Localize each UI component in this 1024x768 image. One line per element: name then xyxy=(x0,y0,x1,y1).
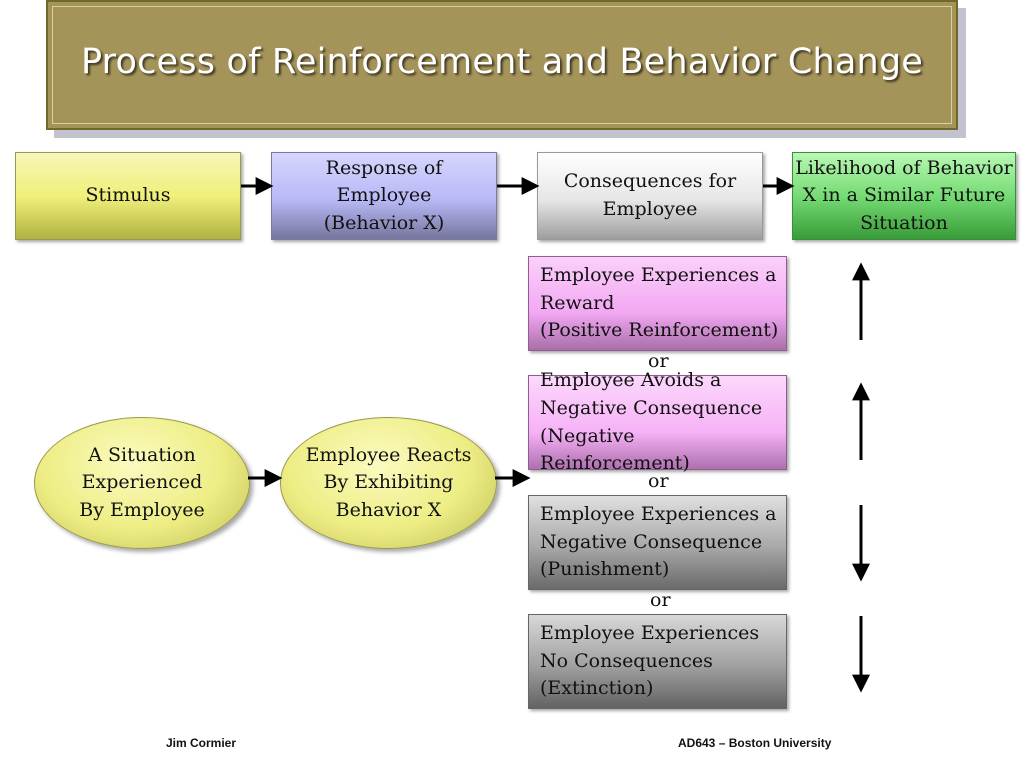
stimulus-box: Stimulus xyxy=(15,152,241,240)
response-box: Response of Employee (Behavior X) xyxy=(271,152,497,240)
situation-ellipse: A Situation Experienced By Employee xyxy=(34,417,250,549)
footer-author: Jim Cormier xyxy=(166,736,237,750)
option-negative-reinforcement: Employee Avoids a Negative Consequence (… xyxy=(528,369,787,474)
response-line: Employee xyxy=(336,184,432,207)
option-positive-reinforcement: Employee Experiences a Reward (Positive … xyxy=(528,256,787,351)
consequences-box: Consequences for Employee xyxy=(537,152,763,240)
option-line: Negative Consequence xyxy=(540,530,763,553)
likelihood-line: Likelihood of Behavior xyxy=(795,156,1013,179)
option-extinction: Employee Experiences No Consequences (Ex… xyxy=(528,614,787,709)
or-connector-2: or xyxy=(648,470,669,492)
option-line: Negative Consequence xyxy=(540,396,763,419)
title-banner-inner-border xyxy=(52,6,952,124)
likelihood-line: X in a Similar Future xyxy=(802,184,1006,207)
consequences-line: Consequences for xyxy=(563,170,737,193)
reacts-line: Employee Reacts xyxy=(305,443,472,466)
reacts-line: By Exhibiting xyxy=(323,471,454,494)
or-connector-1: or xyxy=(648,350,669,372)
response-line: Response of xyxy=(325,156,443,179)
slide-title: Process of Reinforcement and Behavior Ch… xyxy=(80,42,924,82)
option-line: (Negative Reinforcement) xyxy=(540,424,690,475)
consequences-line: Employee xyxy=(602,198,698,220)
stimulus-label: Stimulus xyxy=(85,184,171,207)
option-line: Employee Avoids a xyxy=(540,369,722,392)
option-line: Employee Experiences a xyxy=(540,264,777,287)
title-banner: Process of Reinforcement and Behavior Ch… xyxy=(46,0,958,130)
option-line: (Positive Reinforcement) xyxy=(540,319,779,342)
option-line: (Extinction) xyxy=(540,677,654,700)
option-line: Employee Experiences a xyxy=(540,503,777,526)
situation-line: By Employee xyxy=(79,498,205,521)
footer-course: AD643 – Boston University xyxy=(678,736,832,750)
reacts-ellipse: Employee Reacts By Exhibiting Behavior X xyxy=(280,417,497,549)
option-line: Employee Experiences xyxy=(540,622,760,645)
situation-line: Experienced xyxy=(81,471,203,494)
option-line: (Punishment) xyxy=(540,558,670,581)
likelihood-box: Likelihood of Behavior X in a Similar Fu… xyxy=(792,152,1016,240)
situation-line: A Situation xyxy=(88,443,196,466)
option-line: No Consequences xyxy=(540,649,713,672)
response-line: (Behavior X) xyxy=(323,211,445,234)
or-connector-3: or xyxy=(650,589,671,611)
likelihood-line: Situation xyxy=(860,211,948,234)
option-punishment: Employee Experiences a Negative Conseque… xyxy=(528,495,787,590)
reacts-line: Behavior X xyxy=(335,498,442,521)
option-line: Reward xyxy=(540,291,615,314)
